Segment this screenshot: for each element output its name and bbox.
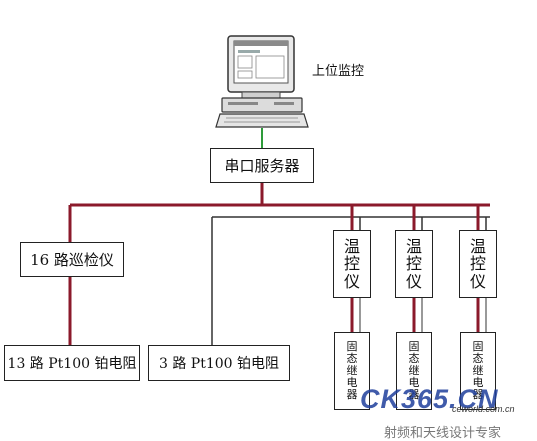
temp-controller-char: 控 <box>405 254 422 274</box>
temp-controller-3: 温 控 仪 <box>459 230 497 298</box>
serial-server-box: 串口服务器 <box>210 148 314 183</box>
rtd-13-box: 13 路 Pt100 铂电阻 <box>4 345 140 381</box>
relay-char: 电 <box>408 375 420 389</box>
temp-controller-char: 仪 <box>405 271 422 291</box>
serial-server-label: 串口服务器 <box>224 157 300 175</box>
relay-char: 电 <box>346 375 358 389</box>
rtd-3-label: 3 路 Pt100 铂电阻 <box>158 356 280 372</box>
patrol-instrument-label: 16 路巡检仪 <box>30 251 114 269</box>
relay-1: 固 态 继 电 器 <box>334 332 370 410</box>
temp-controller-char: 温 <box>405 237 422 257</box>
relay-char: 继 <box>408 364 420 378</box>
relay-char: 继 <box>472 364 484 378</box>
relay-char: 态 <box>408 352 420 366</box>
relay-2: 固 态 继 电 器 <box>396 332 432 410</box>
temp-controller-char: 控 <box>343 254 360 274</box>
relay-char: 继 <box>346 364 358 378</box>
temp-controller-2: 温 控 仪 <box>395 230 433 298</box>
relay-3: 固 态 继 电 器 <box>460 332 496 410</box>
temp-controller-char: 仪 <box>343 271 360 291</box>
host-monitor-label: 上位监控 <box>312 64 365 79</box>
relay-char: 固 <box>346 340 358 354</box>
temp-controller-char: 控 <box>469 254 486 274</box>
computer-icon <box>215 35 309 128</box>
relay-char: 固 <box>408 340 420 354</box>
temp-controller-1: 温 控 仪 <box>333 230 371 298</box>
relay-char: 器 <box>472 387 484 401</box>
relay-char: 电 <box>472 375 484 389</box>
temp-controller-char: 仪 <box>469 271 486 291</box>
rtd-13-label: 13 路 Pt100 铂电阻 <box>7 356 137 372</box>
relay-char: 器 <box>408 387 420 401</box>
relay-char: 态 <box>346 352 358 366</box>
temp-controller-char: 温 <box>469 237 486 257</box>
rtd-3-box: 3 路 Pt100 铂电阻 <box>148 345 290 381</box>
patrol-instrument-box: 16 路巡检仪 <box>20 242 124 277</box>
relay-char: 器 <box>346 387 358 401</box>
relay-char: 固 <box>472 340 484 354</box>
relay-char: 态 <box>472 352 484 366</box>
temp-controller-char: 温 <box>343 237 360 257</box>
